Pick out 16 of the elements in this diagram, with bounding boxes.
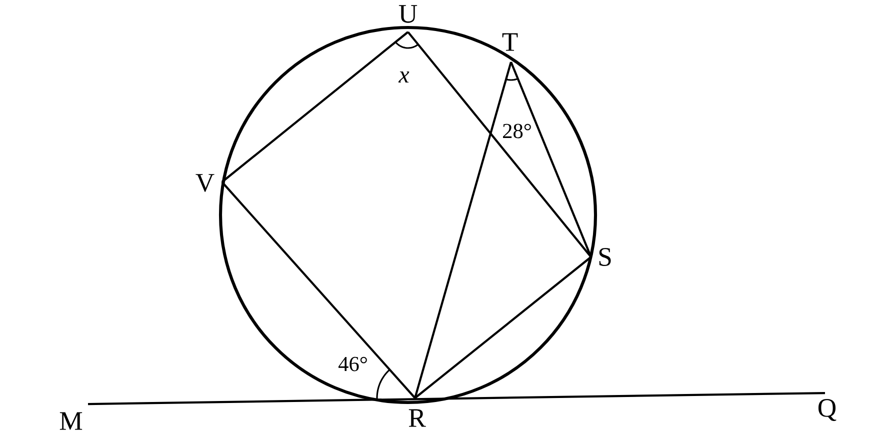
line-segment: [414, 256, 592, 399]
line-segment: [221, 181, 416, 399]
point-label: T: [502, 33, 518, 51]
point-label: Q: [818, 399, 836, 421]
point-label: S: [599, 248, 611, 266]
line-segment: [407, 31, 592, 258]
angle-label: x: [398, 72, 410, 82]
line-segment: [221, 31, 409, 183]
angle-label: 28°: [503, 124, 531, 138]
line-segment: [414, 62, 512, 398]
angle-label: 46°: [338, 356, 367, 372]
point-label: U: [398, 5, 418, 23]
point-label: M: [60, 412, 82, 430]
line-segment: [88, 392, 826, 406]
point-label: V: [196, 174, 214, 192]
point-label: R: [408, 409, 426, 427]
